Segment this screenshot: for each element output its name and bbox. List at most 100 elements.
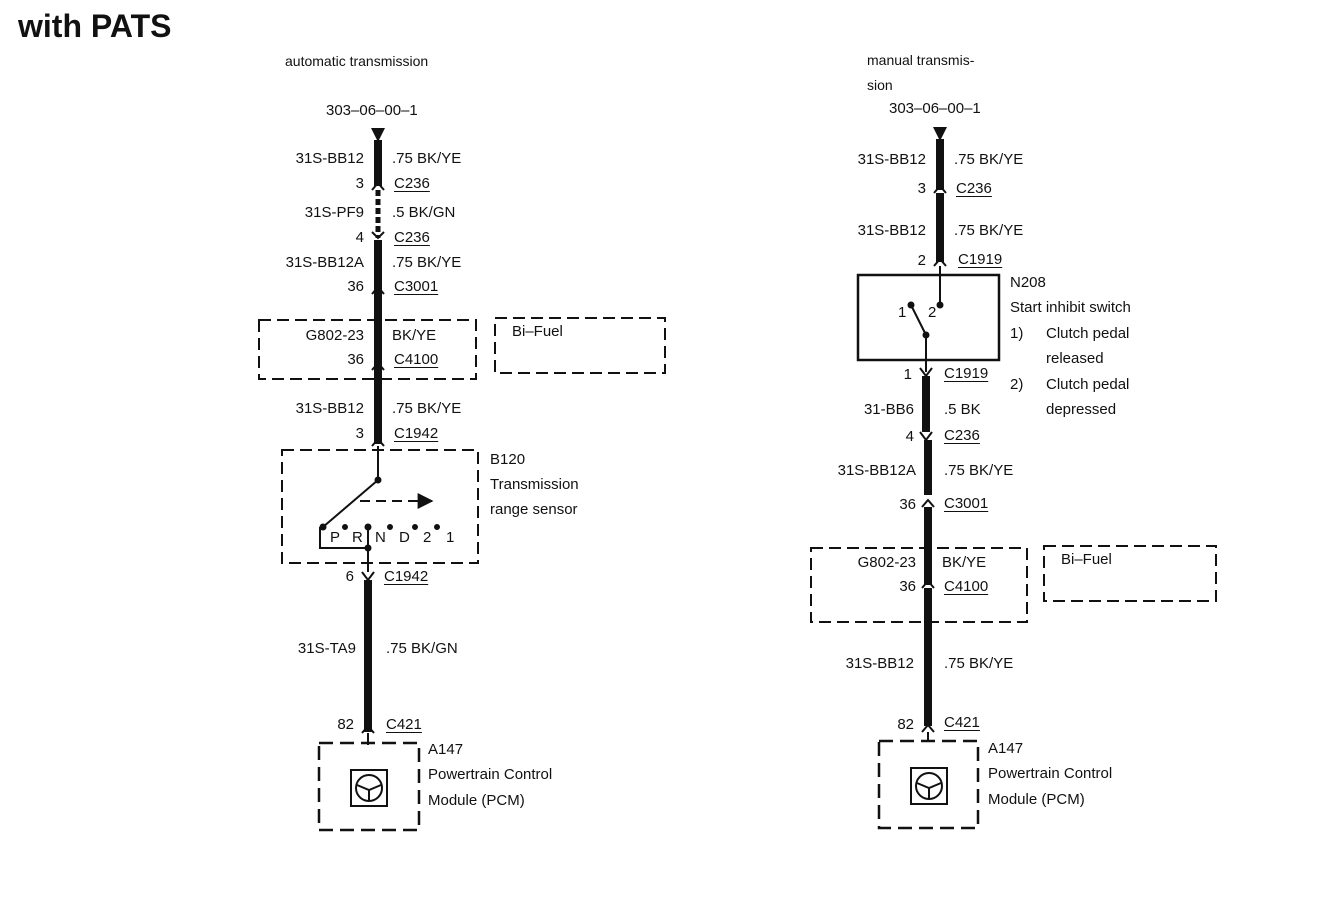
man-bot2-circuit: 31S-BB12A — [837, 462, 916, 479]
auto-row1-wire: .5 BK/GN — [392, 204, 456, 221]
auto-row3-conn: C4100 — [394, 351, 439, 368]
man-top0-circuit: 31S-BB12 — [857, 151, 926, 168]
switch-item1-line2: released — [1046, 350, 1104, 367]
auto-row0-conn: C236 — [394, 175, 430, 192]
auto-below-wire: .75 BK/GN — [386, 640, 458, 657]
man-bot1-pin: 4 — [905, 428, 914, 445]
man-pcm-id: A147 — [988, 740, 1024, 757]
sensor-name-line2: range sensor — [490, 501, 578, 518]
auto-below-circuit: 31S-TA9 — [297, 640, 356, 657]
switch-id: N208 — [1010, 274, 1046, 291]
man-bot0-pin: 1 — [903, 366, 912, 383]
auto-row4-conn: C1942 — [394, 425, 439, 442]
auto-row3-pin: 36 — [347, 351, 364, 368]
auto-bifuel-option-box — [494, 317, 666, 374]
man-pcm-line1: Powertrain Control — [988, 765, 1113, 782]
man-top1-circuit: 31S-BB12 — [857, 222, 926, 239]
manual-heading-line2: sion — [867, 77, 893, 93]
auto-row0-circuit: 31S-BB12 — [295, 150, 364, 167]
auto-bifuel-label: Bi–Fuel — [512, 323, 563, 340]
man-bot3-circuit: G802-23 — [857, 554, 916, 571]
page-title: with PATS — [18, 8, 172, 44]
sensor-pos-n: N — [375, 529, 386, 546]
auto-row1-circuit: 31S-PF9 — [304, 204, 364, 221]
man-bot3-pin: 36 — [899, 578, 916, 595]
sensor-id: B120 — [490, 451, 526, 468]
auto-pcm-conn: C421 — [386, 716, 422, 733]
man-bot4-wire: .75 BK/YE — [944, 655, 1014, 672]
sensor-name-line1: Transmission — [490, 476, 579, 493]
auto-row2-conn: C3001 — [394, 278, 439, 295]
auto-heading: automatic transmission — [285, 53, 429, 69]
auto-row2-circuit: 31S-BB12A — [285, 254, 364, 271]
manual-bifuel-option-box — [1043, 545, 1217, 602]
manual-bifuel-connector-box — [810, 547, 1028, 623]
man-bot4-circuit: 31S-BB12 — [845, 655, 914, 672]
man-bot1-wire: .5 BK — [944, 401, 981, 418]
auto-ground-terminal — [371, 128, 385, 142]
man-top1-conn: C1919 — [958, 251, 1003, 268]
man-top0-conn: C236 — [956, 180, 992, 197]
man-bot1-conn: C236 — [944, 427, 980, 444]
auto-bifuel-connector-box — [258, 319, 477, 380]
sensor-pos-1: 1 — [446, 529, 455, 546]
manual-bifuel-label: Bi–Fuel — [1061, 551, 1112, 568]
auto-pcm-symbol — [350, 769, 388, 807]
man-bot3-conn: C4100 — [944, 578, 989, 595]
man-pcm-pin: 82 — [897, 716, 914, 733]
switch-item1-num: 1) — [1010, 325, 1024, 342]
man-bot3-wire: BK/YE — [942, 554, 987, 571]
auto-pcm-id: A147 — [428, 741, 464, 758]
man-pcm-conn: C421 — [944, 714, 980, 731]
auto-row3-wire: BK/YE — [392, 327, 437, 344]
auto-row1-pin: 4 — [355, 229, 364, 246]
start-inhibit-switch-box — [856, 273, 1001, 362]
sensor-pos-p: P — [330, 529, 341, 546]
manual-pcm-box — [877, 739, 980, 830]
sensor-pos-d: D — [399, 529, 410, 546]
range-sensor-box — [281, 449, 479, 564]
auto-row0-wire: .75 BK/YE — [392, 150, 462, 167]
man-pcm-line2: Module (PCM) — [988, 791, 1085, 808]
auto-row3-circuit: G802-23 — [305, 327, 364, 344]
sensor-pos-r: R — [352, 529, 363, 546]
auto-row4-pin: 3 — [355, 425, 364, 442]
switch-item2-line1: Clutch pedal — [1046, 376, 1130, 393]
manual-ref: 303–06–00–1 — [889, 100, 981, 117]
auto-row4-circuit: 31S-BB12 — [295, 400, 364, 417]
switch-pos1: 1 — [898, 304, 907, 321]
switch-pos2: 2 — [928, 304, 937, 321]
auto-pcm-line1: Powertrain Control — [428, 766, 553, 783]
switch-item1-line1: Clutch pedal — [1046, 325, 1130, 342]
man-bot2-conn: C3001 — [944, 495, 989, 512]
auto-ref: 303–06–00–1 — [326, 102, 418, 119]
switch-item2-num: 2) — [1010, 376, 1024, 393]
auto-pcm-line2: Module (PCM) — [428, 792, 525, 809]
manual-ground-terminal — [933, 127, 947, 141]
man-bot1-circuit: 31-BB6 — [863, 401, 914, 418]
auto-wire-circuit — [319, 128, 440, 745]
sensor-pos-2: 2 — [423, 529, 432, 546]
switch-name: Start inhibit switch — [1010, 299, 1131, 316]
auto-row0-pin: 3 — [355, 175, 364, 192]
auto-below-pin: 6 — [345, 568, 354, 585]
switch-item2-line2: depressed — [1046, 401, 1117, 418]
auto-pcm-pin: 82 — [337, 716, 354, 733]
auto-below-conn: C1942 — [384, 568, 429, 585]
manual-heading-line1: manual transmis- — [867, 52, 975, 68]
man-top0-pin: 3 — [917, 180, 926, 197]
man-bot2-pin: 36 — [899, 496, 916, 513]
man-top1-wire: .75 BK/YE — [954, 222, 1024, 239]
man-bot0-conn: C1919 — [944, 365, 989, 382]
auto-row2-pin: 36 — [347, 278, 364, 295]
auto-row1-conn: C236 — [394, 229, 430, 246]
man-top0-wire: .75 BK/YE — [954, 151, 1024, 168]
auto-row2-wire: .75 BK/YE — [392, 254, 462, 271]
auto-row4-wire: .75 BK/YE — [392, 400, 462, 417]
man-top1-pin: 2 — [917, 252, 926, 269]
man-bot2-wire: .75 BK/YE — [944, 462, 1014, 479]
manual-wire-circuit — [856, 127, 1001, 742]
auto-pcm-box — [317, 741, 421, 832]
